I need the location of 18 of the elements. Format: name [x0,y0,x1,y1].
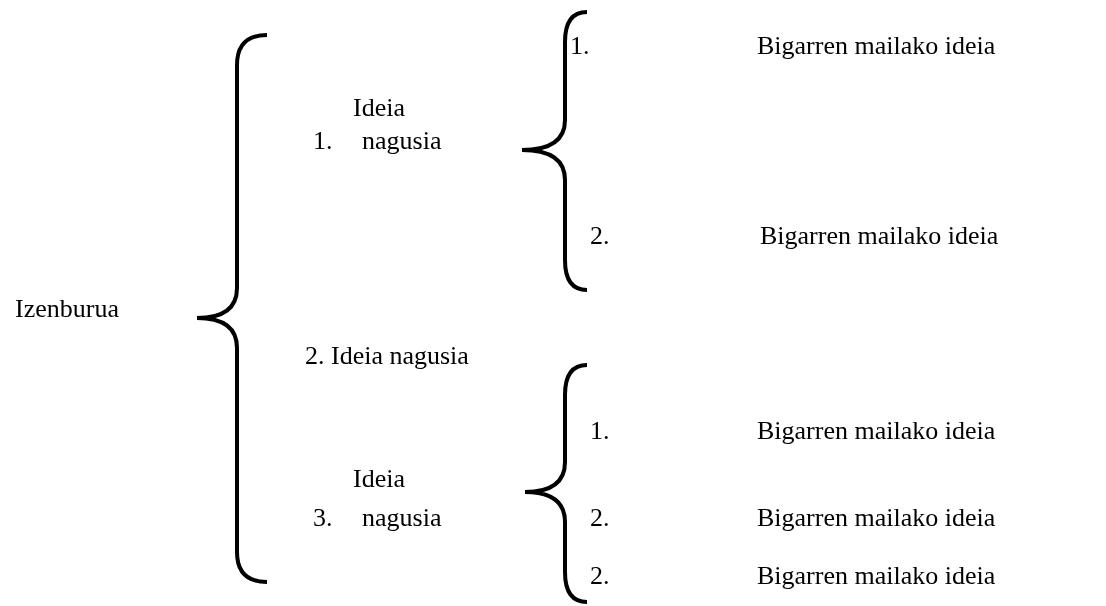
list-number: 2. [590,563,610,589]
list-number: 3. [313,505,333,531]
item-text: Bigarren mailako ideia [757,505,996,531]
list-number: 2. [590,223,610,249]
item-text: Ideia [353,466,405,492]
item-text: Bigarren mailako ideia [760,223,999,249]
list-number: 1. [590,418,610,444]
item-text: Bigarren mailako ideia [757,418,996,444]
item-text: Bigarren mailako ideia [757,563,996,589]
item-text: nagusia [362,128,442,154]
list-number: 1. [570,33,590,59]
item-text: Bigarren mailako ideia [757,33,996,59]
list-number: 2. [590,505,610,531]
title-text: Izenburua [15,296,119,322]
item-text: 2. Ideia nagusia [305,343,469,369]
list-number: 1. [313,128,333,154]
item-text: nagusia [362,505,442,531]
item-text: Ideia [353,95,405,121]
